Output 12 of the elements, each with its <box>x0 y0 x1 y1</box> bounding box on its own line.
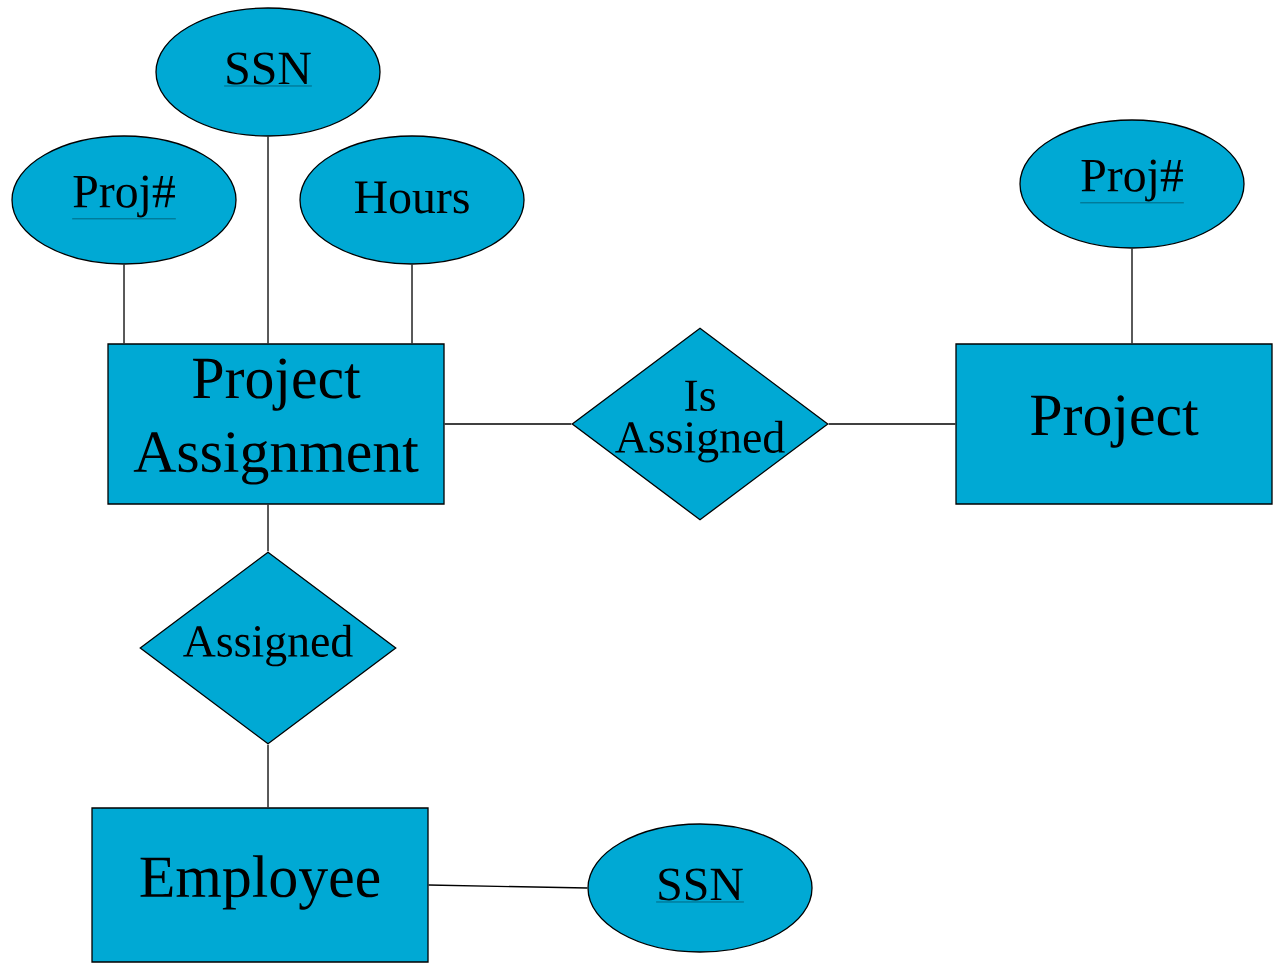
connector-line <box>267 136 269 344</box>
connector-line <box>1131 248 1133 344</box>
connector-line <box>828 423 956 425</box>
connector-line <box>444 423 572 425</box>
connector-line <box>123 264 125 344</box>
connector-line <box>267 504 269 552</box>
connector-line <box>428 884 588 889</box>
connector-line <box>411 264 413 344</box>
connector-line <box>267 744 269 808</box>
entity-box: Project <box>955 343 1273 505</box>
entity-box: Employee <box>91 807 429 963</box>
entity-box: Project Assignment <box>107 343 445 505</box>
